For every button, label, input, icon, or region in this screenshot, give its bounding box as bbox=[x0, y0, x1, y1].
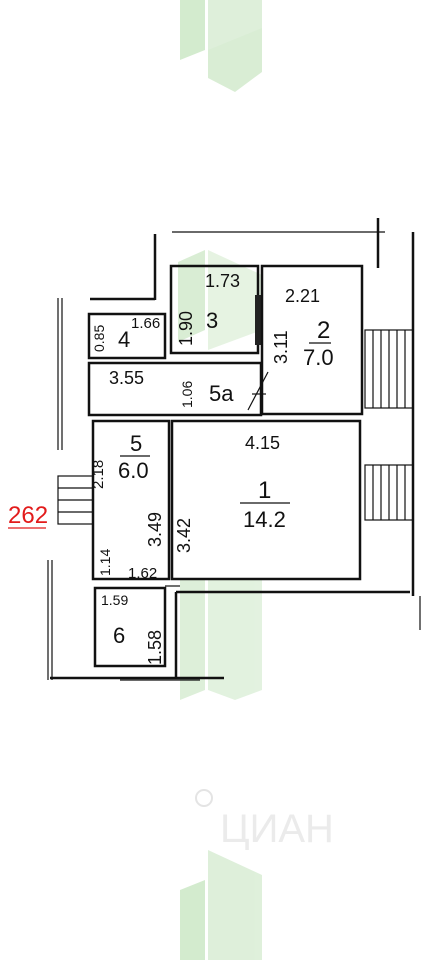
room-6 bbox=[93, 586, 167, 668]
watermark-logo-top bbox=[180, 0, 262, 92]
dim-3-11: 3.11 bbox=[271, 330, 291, 364]
entry-steps-left bbox=[57, 475, 95, 525]
room-5a-number: 5а bbox=[209, 381, 234, 406]
dim-1-62: 1.62 bbox=[128, 565, 157, 582]
room-5-number: 5 bbox=[130, 431, 142, 456]
room-5a bbox=[87, 361, 269, 417]
watermark-logo-bottom bbox=[180, 850, 262, 960]
dim-1-90: 1.90 bbox=[176, 311, 196, 346]
dim-3-55: 3.55 bbox=[109, 368, 144, 388]
dim-2-21: 2.21 bbox=[285, 286, 320, 306]
dim-1-06: 1.06 bbox=[179, 381, 195, 408]
watermark-brand: ЦИАН bbox=[195, 789, 334, 851]
room-4-number: 4 bbox=[118, 327, 130, 352]
room-1 bbox=[170, 419, 362, 581]
dim-2-18: 2.18 bbox=[90, 460, 107, 489]
marker-262: 262 bbox=[8, 502, 48, 529]
room-3-number: 3 bbox=[206, 308, 218, 333]
context-lines bbox=[47, 218, 421, 681]
dim-1-59: 1.59 bbox=[101, 592, 128, 608]
room-2 bbox=[260, 264, 364, 416]
dim-1-14: 1.14 bbox=[97, 549, 113, 576]
room-1-number: 1 bbox=[258, 477, 271, 504]
watermark-logo-lower bbox=[180, 552, 262, 700]
dim-1-66: 1.66 bbox=[131, 315, 160, 332]
watermark-brand-text: ЦИАН bbox=[220, 807, 334, 851]
marker-262-text: 262 bbox=[8, 502, 48, 529]
watermark-logo-middle bbox=[178, 250, 262, 350]
stairs-lower bbox=[364, 464, 414, 521]
dim-3-49: 3.49 bbox=[145, 512, 165, 547]
dim-1-58: 1.58 bbox=[145, 630, 165, 665]
room-5-area: 6.0 bbox=[118, 458, 149, 483]
dim-1-73: 1.73 bbox=[205, 271, 240, 291]
room-3 bbox=[169, 264, 261, 355]
room-5 bbox=[91, 419, 171, 581]
dim-3-42: 3.42 bbox=[174, 518, 194, 553]
stairs-upper bbox=[364, 329, 414, 409]
room-2-area: 7.0 bbox=[303, 345, 334, 370]
room-2-number: 2 bbox=[317, 317, 330, 344]
room-1-area: 14.2 bbox=[243, 507, 286, 532]
dim-4-15: 4.15 bbox=[245, 433, 280, 453]
dim-0-85: 0.85 bbox=[91, 325, 107, 352]
room-6-number: 6 bbox=[113, 623, 125, 648]
room-4 bbox=[87, 312, 167, 360]
